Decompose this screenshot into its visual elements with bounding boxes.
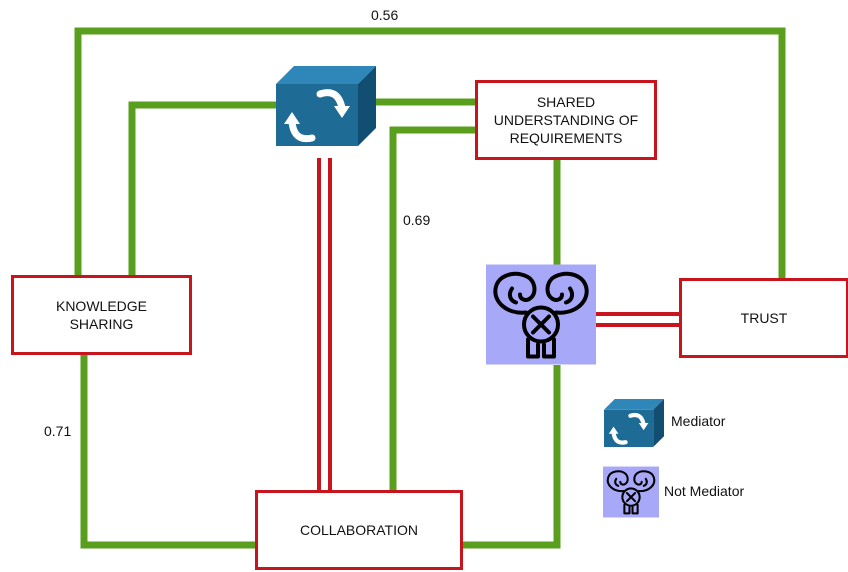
legend-mediator-icon — [604, 399, 664, 447]
legend-mediator-label: Mediator — [671, 413, 726, 429]
green-line-ks-mediator — [128, 101, 278, 275]
legend-not-mediator-label: Not Mediator — [664, 483, 745, 499]
legend-not-mediator-icon — [603, 465, 659, 519]
node-shared-understanding-line3: REQUIREMENTS — [509, 130, 623, 146]
edge-label-sur-collaboration: 0.69 — [403, 212, 431, 228]
node-trust: TRUST — [679, 278, 848, 358]
node-shared-understanding: SHARED UNDERSTANDING OF REQUIREMENTS — [475, 80, 657, 160]
node-shared-understanding-line1: SHARED — [536, 94, 596, 110]
node-collaboration-label: COLLABORATION — [300, 522, 418, 538]
edge-label-ks-trust: 0.56 — [371, 7, 399, 23]
edge-label-ks-collaboration: 0.71 — [44, 423, 72, 439]
not-mediator-icon — [486, 265, 596, 365]
green-line-sur-collaboration — [389, 126, 475, 490]
red-double-line-notmediator-trust — [596, 312, 682, 327]
node-trust-label: TRUST — [740, 310, 788, 326]
node-shared-understanding-line2: UNDERSTANDING OF — [493, 112, 639, 128]
red-double-line-mediator-collaboration — [317, 158, 332, 490]
node-knowledge-sharing-line1: KNOWLEDGE — [55, 298, 147, 314]
node-knowledge-sharing: KNOWLEDGE SHARING — [11, 275, 192, 355]
green-line-ks-collaboration — [80, 353, 257, 549]
node-collaboration: COLLABORATION — [255, 490, 463, 570]
mediator-cube-icon — [276, 66, 376, 146]
node-knowledge-sharing-line2: SHARING — [69, 316, 134, 332]
green-line-notmediator-collaboration — [462, 365, 561, 549]
connector-lines — [74, 27, 786, 549]
green-line-ks-trust — [74, 27, 786, 280]
